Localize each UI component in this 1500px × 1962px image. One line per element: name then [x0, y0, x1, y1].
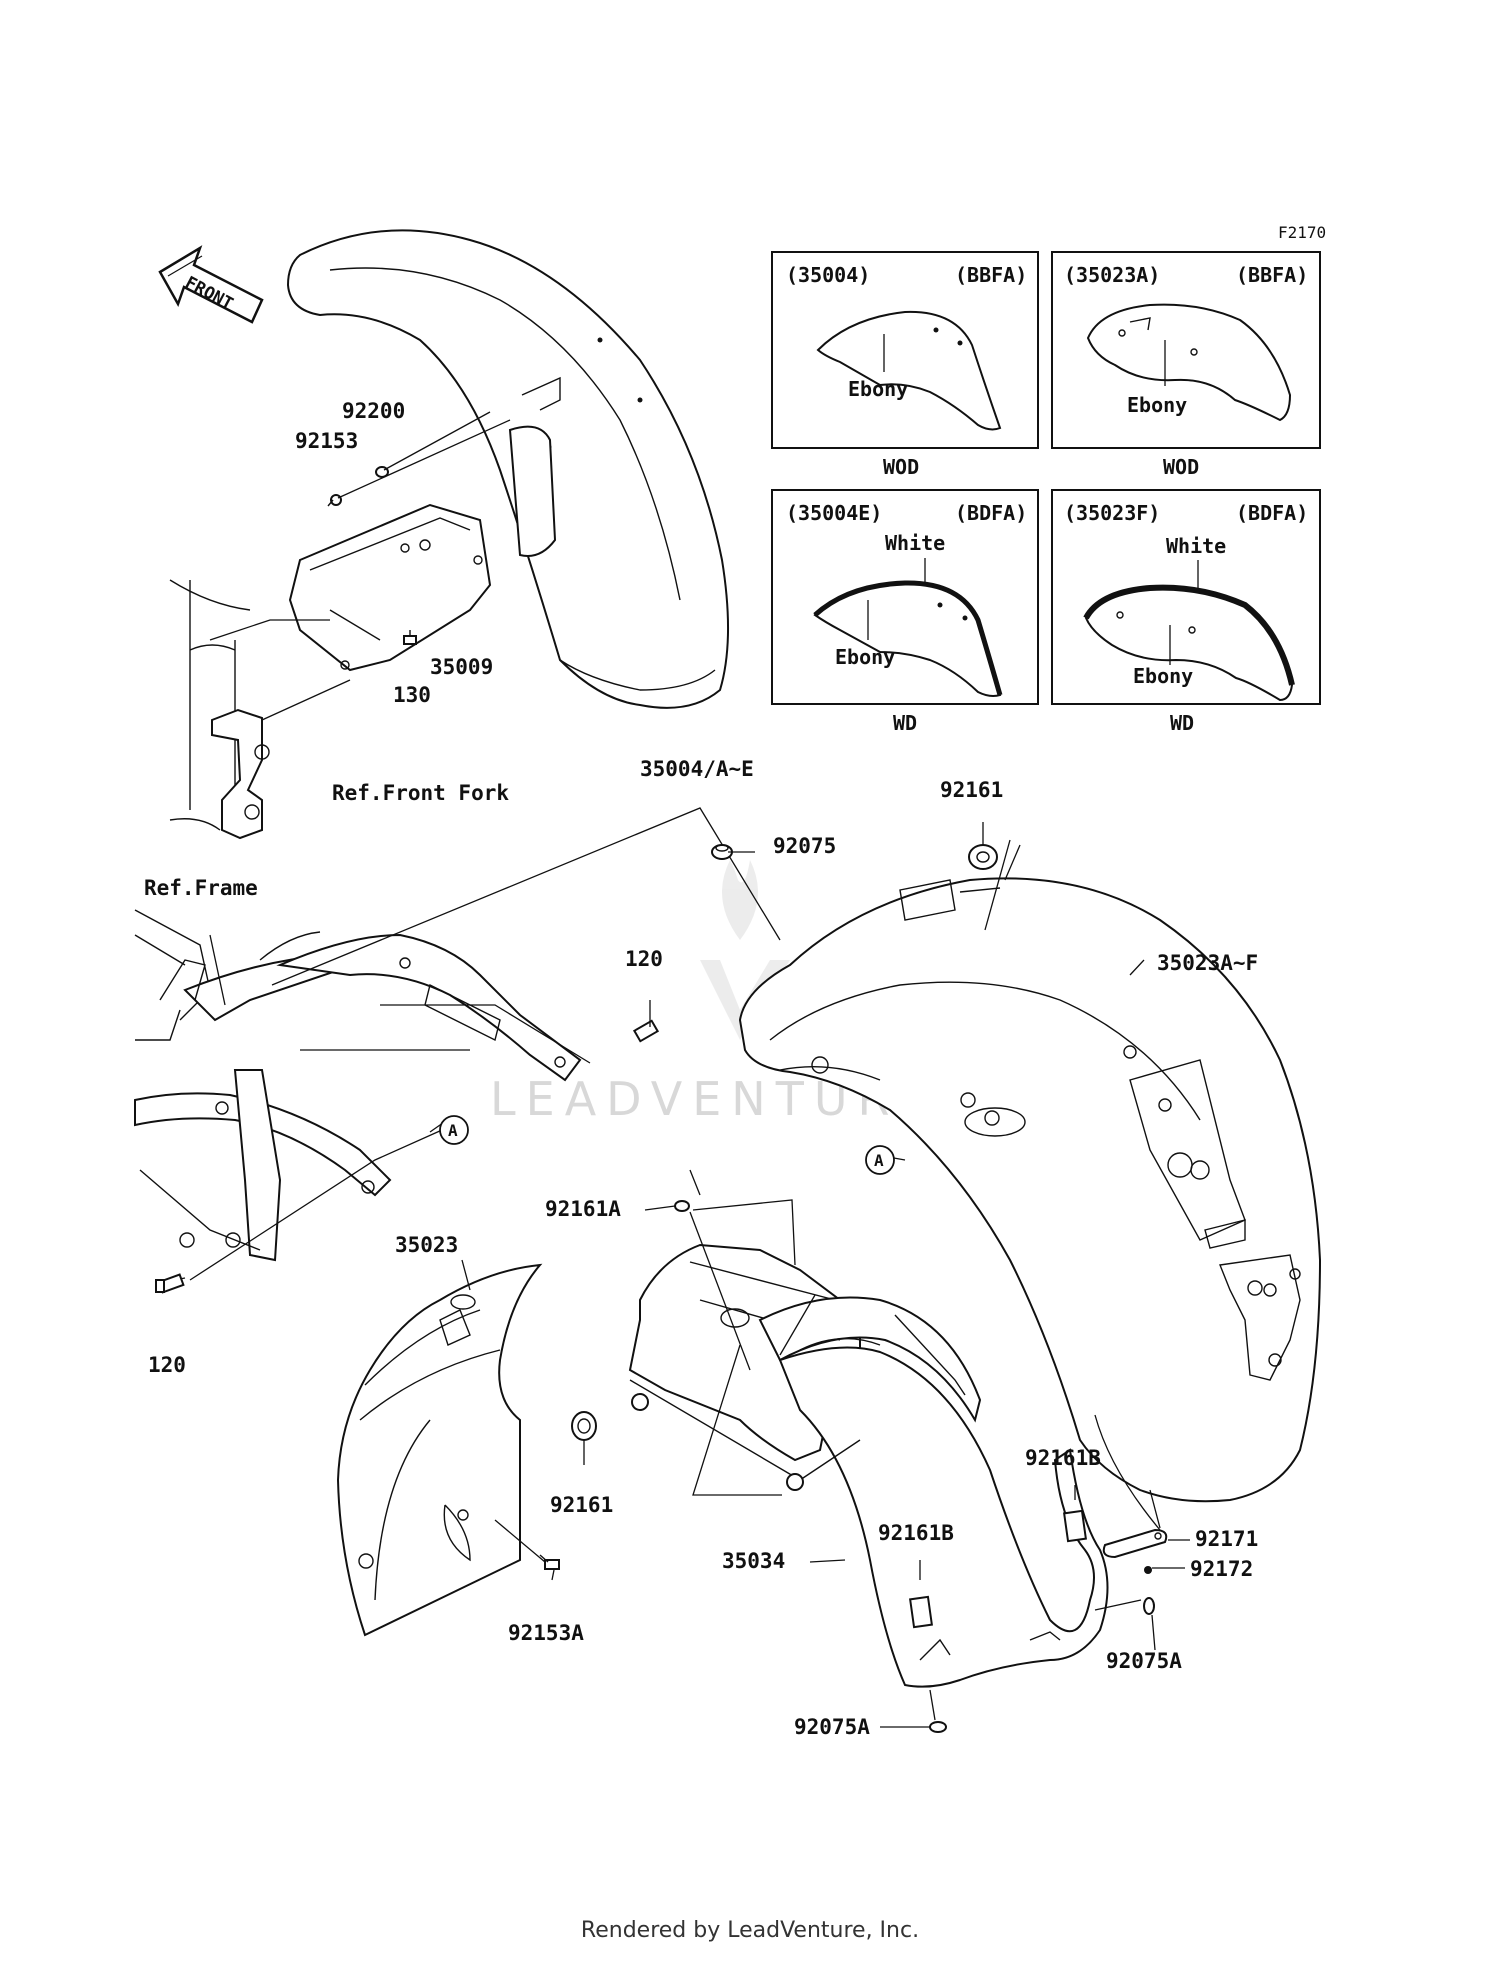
- label-92161A: 92161A: [545, 1197, 621, 1221]
- label-92075: 92075: [773, 834, 836, 858]
- svg-text:(BDFA): (BDFA): [1236, 501, 1308, 525]
- bolt-92153-icon: [327, 494, 342, 507]
- market-label: WD: [893, 711, 917, 735]
- front-fork: [169, 579, 270, 840]
- svg-text:(BDFA): (BDFA): [955, 501, 1027, 525]
- front-fender: [286, 229, 729, 709]
- label-92153A: 92153A: [508, 1621, 584, 1645]
- variant-box-35023A: (35023A) (BBFA) Ebony: [1051, 251, 1321, 449]
- svg-text:(BBFA): (BBFA): [1236, 263, 1308, 287]
- callout-a-left: A: [439, 1115, 469, 1145]
- svg-text:Ebony: Ebony: [1127, 393, 1187, 417]
- bolt-120-top-icon: [632, 1019, 660, 1043]
- market-label: WOD: [1163, 455, 1199, 479]
- label-35023: 35023: [395, 1233, 458, 1257]
- svg-text:(35004E): (35004E): [786, 501, 882, 525]
- label-92172: 92172: [1190, 1557, 1253, 1581]
- variant-box-35004E: (35004E) (BDFA) White Ebony: [771, 489, 1039, 705]
- svg-text:(35004): (35004): [786, 263, 870, 287]
- label-92075A-right: 92075A: [1106, 1649, 1182, 1673]
- fender-bracket-35009: [288, 425, 557, 672]
- svg-text:(35023A): (35023A): [1064, 263, 1160, 287]
- svg-text:(BBFA): (BBFA): [955, 263, 1027, 287]
- label-92200: 92200: [342, 399, 405, 423]
- svg-text:White: White: [1166, 534, 1226, 558]
- label-ref-frame: Ref.Frame: [144, 876, 258, 900]
- grommet-92161-top-icon: [968, 844, 998, 870]
- label-ref-front-fork: Ref.Front Fork: [332, 781, 509, 805]
- bolt-120-bottom-icon: [155, 1273, 185, 1294]
- label-35023A-F: 35023A~F: [1157, 951, 1258, 975]
- svg-text:A: A: [448, 1121, 458, 1140]
- figure-code: F2170: [1278, 223, 1326, 242]
- label-92161B-left: 92161B: [878, 1521, 954, 1545]
- label-130: 130: [393, 683, 431, 707]
- label-92161-mid: 92161: [550, 1493, 613, 1517]
- label-92171: 92171: [1195, 1527, 1258, 1551]
- market-label: WOD: [883, 455, 919, 479]
- variant-box-35023F: (35023F) (BDFA) White Ebony: [1051, 489, 1321, 705]
- plug-92161A-icon: [674, 1200, 690, 1212]
- label-35009: 35009: [430, 655, 493, 679]
- label-120-top: 120: [625, 947, 663, 971]
- cap-92075A-right-icon: [1143, 1597, 1155, 1615]
- svg-text:Ebony: Ebony: [848, 377, 908, 401]
- svg-text:Ebony: Ebony: [1133, 664, 1193, 688]
- screw-92172-icon: [1144, 1566, 1152, 1574]
- cap-92075A-bottom-icon: [929, 1721, 947, 1733]
- bolt-92153A-icon: [539, 1554, 560, 1570]
- rear-fender-strut-35034: [628, 1243, 1109, 1688]
- label-92161B-right: 92161B: [1025, 1446, 1101, 1470]
- grommet-92161-mid-icon: [571, 1411, 597, 1441]
- market-label: WD: [1170, 711, 1194, 735]
- svg-text:Ebony: Ebony: [835, 645, 895, 669]
- plate-92171-icon: [1102, 1528, 1168, 1559]
- label-35034: 35034: [722, 1549, 785, 1573]
- label-92075A-bottom: 92075A: [794, 1715, 870, 1739]
- svg-text:White: White: [885, 531, 945, 555]
- svg-text:A: A: [874, 1151, 884, 1170]
- pad-92161B-right-icon: [1063, 1509, 1087, 1543]
- label-92161-top: 92161: [940, 778, 1003, 802]
- inner-fender-35023: [336, 1263, 543, 1637]
- svg-text:(35023F): (35023F): [1064, 501, 1160, 525]
- bolt-130-icon: [403, 630, 417, 645]
- label-120-bottom: 120: [148, 1353, 186, 1377]
- variant-box-35004: (35004) (BBFA) Ebony: [771, 251, 1039, 449]
- label-35004: 35004/A~E: [640, 757, 754, 781]
- pad-92161B-left-icon: [909, 1595, 933, 1629]
- callout-a-right: A: [865, 1145, 895, 1175]
- footer-credit: Rendered by LeadVenture, Inc.: [580, 1918, 920, 1943]
- front-arrow-icon: FRONT: [158, 245, 264, 324]
- label-92153: 92153: [295, 429, 358, 453]
- rear-fender-35023A: [738, 877, 1322, 1503]
